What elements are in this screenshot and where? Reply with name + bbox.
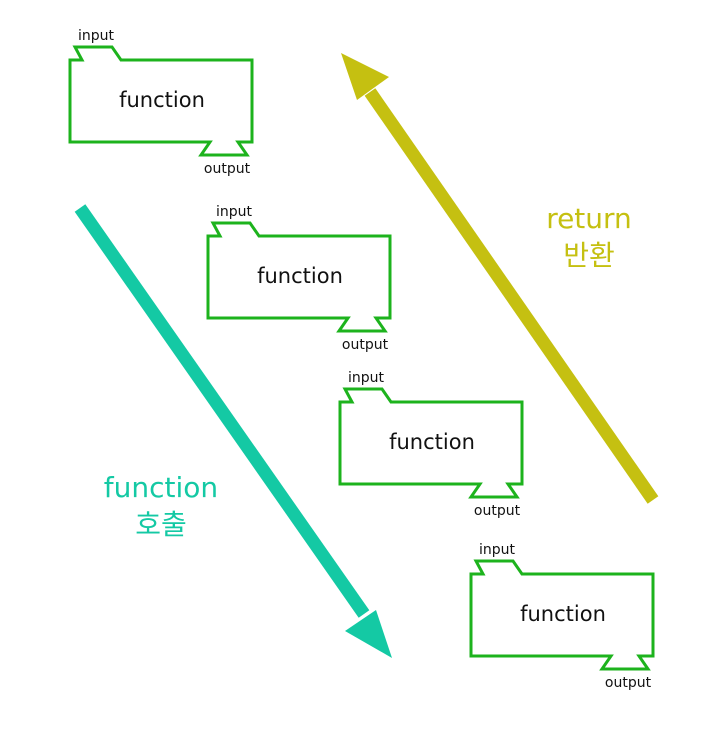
call-arrow <box>74 204 392 658</box>
call-arrow-label-line1: function <box>104 471 218 504</box>
output-port-label: output <box>605 675 652 691</box>
return-arrow <box>341 53 659 504</box>
function-block-frame <box>338 387 524 499</box>
function-block-label: function <box>119 88 205 112</box>
output-port-label: output <box>342 337 389 353</box>
function-block-label: function <box>389 430 475 454</box>
function-block-1: function input output <box>68 28 254 177</box>
function-block-frame <box>68 45 254 157</box>
function-block-frame <box>469 559 655 671</box>
input-port-label: input <box>216 204 253 220</box>
function-block-2: function input output <box>206 204 392 353</box>
output-port-label: output <box>474 503 521 519</box>
input-port-label: input <box>479 542 516 558</box>
call-arrow-shaft <box>74 204 370 618</box>
output-port-label: output <box>204 161 251 177</box>
return-arrow-label-line1: return <box>546 202 632 235</box>
return-arrow-shaft <box>364 88 659 504</box>
function-block-label: function <box>520 602 606 626</box>
input-port-label: input <box>348 370 385 386</box>
return-arrow-head <box>341 53 389 100</box>
function-block-frame <box>206 221 392 333</box>
call-arrow-label-line2: 호출 <box>135 508 187 541</box>
function-block-3: function input output <box>338 370 524 519</box>
function-block-4: function input output <box>469 542 655 691</box>
input-port-label: input <box>78 28 115 44</box>
return-arrow-label-line2: 반환 <box>563 239 615 272</box>
function-block-label: function <box>257 264 343 288</box>
call-arrow-head <box>345 610 392 658</box>
